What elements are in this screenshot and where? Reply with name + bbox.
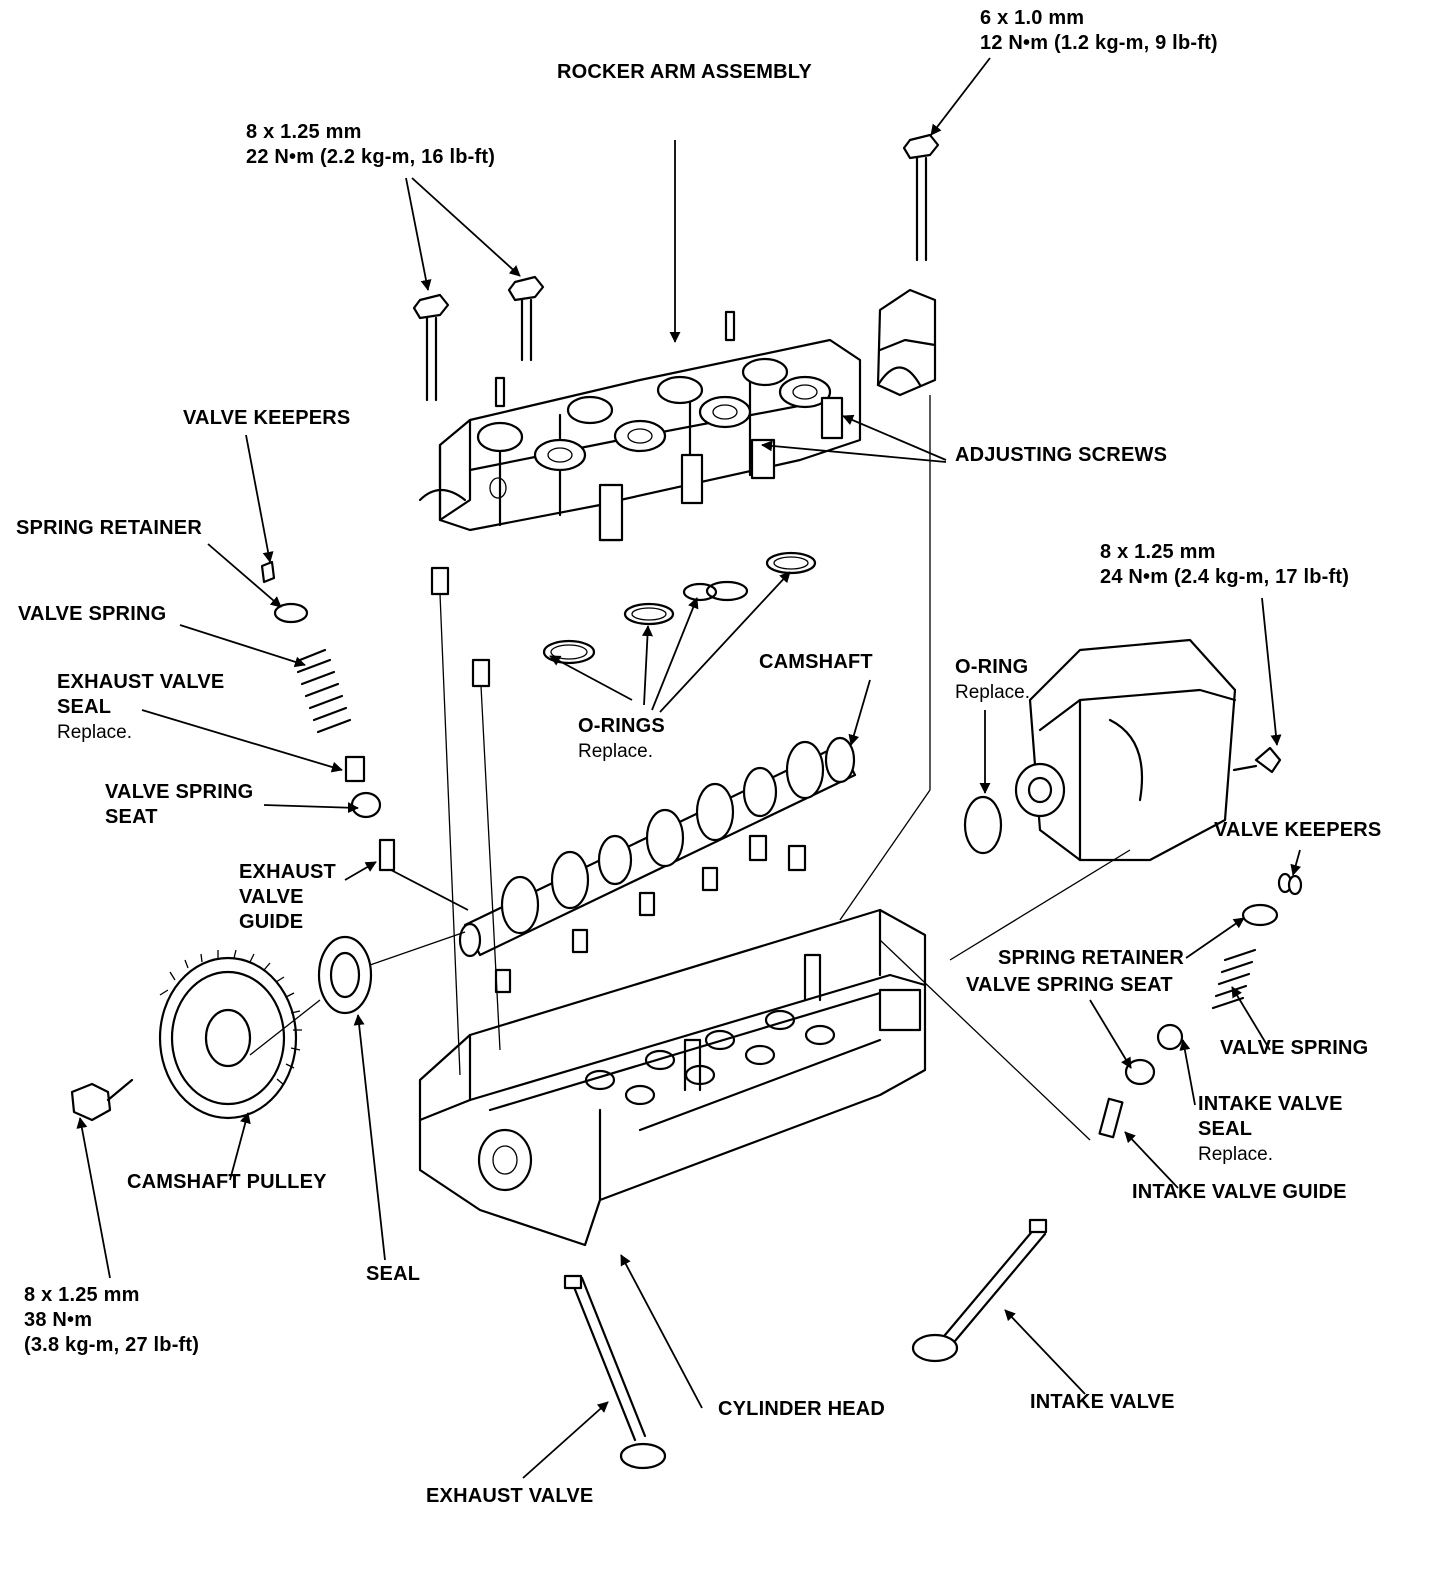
valve-spring-right-text: VALVE SPRING: [1220, 1037, 1369, 1059]
bolt-8x125-c-callout: 8 x 1.25 mm 38 N•m (3.8 kg-m, 27 lb-ft): [24, 1283, 199, 1358]
bolt-8x125-c-torque2: (3.8 kg-m, 27 lb-ft): [24, 1334, 200, 1356]
intake-valve-guide-text: INTAKE VALVE GUIDE: [1132, 1181, 1347, 1203]
valve-spring-left-label: VALVE SPRING: [18, 602, 166, 627]
bolt-6x1-torque: 12 N•m (1.2 kg-m, 9 lb-ft): [980, 32, 1218, 54]
camshaft-pulley-bolt: [70, 1078, 134, 1122]
dowel-pins: [494, 834, 807, 994]
intake-valve-seal-label: INTAKE VALVE SEAL Replace.: [1198, 1092, 1343, 1167]
bolt-8x125-a-callout: 8 x 1.25 mm 22 N•m (2.2 kg-m, 16 lb-ft): [246, 120, 495, 170]
valve-spring-right-label: VALVE SPRING: [1220, 1036, 1368, 1061]
spring-retainer-right-text: SPRING RETAINER: [998, 947, 1184, 969]
exhaust-valve-seal-line2: SEAL: [57, 696, 112, 718]
bolt-8x125-c-size: 8 x 1.25 mm: [24, 1284, 140, 1306]
bolt-6x1-size: 6 x 1.0 mm: [980, 7, 1085, 29]
bolt-8x125-b-torque: 24 N•m (2.4 kg-m, 17 lb-ft): [1100, 566, 1350, 588]
exhaust-valve-seal-note: Replace.: [57, 722, 132, 743]
camshaft-text: CAMSHAFT: [759, 651, 873, 673]
bolt-8x125-b-callout: 8 x 1.25 mm 24 N•m (2.4 kg-m, 17 lb-ft): [1100, 540, 1349, 590]
valve-keepers-right-label: VALVE KEEPERS: [1214, 818, 1381, 843]
cylinder-head-text: CYLINDER HEAD: [718, 1398, 886, 1420]
intake-valve-seal-note: Replace.: [1198, 1144, 1273, 1165]
exhaust-valve-seal-line1: EXHAUST VALVE: [57, 671, 225, 693]
o-ring-right-text: O-RING: [955, 656, 1029, 678]
valve-keepers-right-text: VALVE KEEPERS: [1214, 819, 1382, 841]
spring-retainer-left-label: SPRING RETAINER: [16, 516, 202, 541]
rocker-arm-assembly-label: ROCKER ARM ASSEMBLY: [557, 60, 812, 85]
leader-arrows: [76, 57, 1302, 1479]
o-rings-set: [542, 551, 817, 665]
intake-valve-guide-label: INTAKE VALVE GUIDE: [1132, 1180, 1347, 1205]
intake-valve-part: [911, 1218, 1048, 1363]
camshaft-label: CAMSHAFT: [759, 650, 873, 675]
seal-text: SEAL: [366, 1263, 421, 1285]
camshaft-pulley-label: CAMSHAFT PULLEY: [127, 1170, 327, 1195]
exhaust-valve-label: EXHAUST VALVE: [426, 1484, 593, 1509]
valve-spring-seat-left-label: VALVE SPRING SEAT: [105, 780, 253, 830]
distributor-part: [963, 638, 1282, 862]
bolt-6x1-callout: 6 x 1.0 mm 12 N•m (1.2 kg-m, 9 lb-ft): [980, 6, 1218, 56]
bolt-8x125-a-size: 8 x 1.25 mm: [246, 121, 362, 143]
intake-valve-seal-line2: SEAL: [1198, 1118, 1253, 1140]
valve-spring-seat-left-line1: VALVE SPRING: [105, 781, 254, 803]
spring-retainer-left-text: SPRING RETAINER: [16, 517, 202, 539]
spring-retainer-right-label: SPRING RETAINER: [998, 946, 1184, 971]
intake-valve-seal-line1: INTAKE VALVE: [1198, 1093, 1343, 1115]
bolt-8x125-c-torque1: 38 N•m: [24, 1309, 93, 1331]
o-rings-label: O-RINGS Replace.: [578, 714, 665, 764]
rocker-bolts: [412, 133, 940, 402]
valve-spring-seat-right-label: VALVE SPRING SEAT: [966, 973, 1173, 998]
bolt-8x125-a-torque: 22 N•m (2.2 kg-m, 16 lb-ft): [246, 146, 496, 168]
camshaft-holder: [876, 288, 937, 397]
adjusting-screws-text: ADJUSTING SCREWS: [955, 444, 1168, 466]
valve-keepers-left-text: VALVE KEEPERS: [183, 407, 351, 429]
intake-valve-stack: [1098, 872, 1303, 1139]
valve-spring-seat-left-line2: SEAT: [105, 806, 158, 828]
camshaft-pulley-part: [158, 949, 302, 1120]
exhaust-valve-guide-line3: GUIDE: [239, 911, 304, 933]
intake-valve-text: INTAKE VALVE: [1030, 1391, 1175, 1413]
exhaust-valve-guide-line1: EXHAUST: [239, 861, 336, 883]
valve-spring-left-text: VALVE SPRING: [18, 603, 167, 625]
exhaust-valve-text: EXHAUST VALVE: [426, 1485, 594, 1507]
rocker-arm-assembly-text: ROCKER ARM ASSEMBLY: [557, 61, 812, 83]
bolt-8x125-b-size: 8 x 1.25 mm: [1100, 541, 1216, 563]
exhaust-valve-guide-line2: VALVE: [239, 886, 304, 908]
o-rings-note: Replace.: [578, 741, 653, 762]
intake-valve-label: INTAKE VALVE: [1030, 1390, 1175, 1415]
exhaust-valve-seal-label: EXHAUST VALVE SEAL Replace.: [57, 670, 224, 745]
o-ring-right-label: O-RING Replace.: [955, 655, 1030, 705]
o-ring-right-note: Replace.: [955, 682, 1030, 703]
exhaust-valve-stack: [260, 560, 469, 911]
camshaft-part: [458, 736, 857, 958]
adjusting-screws-label: ADJUSTING SCREWS: [955, 443, 1167, 468]
cylinder-head-label: CYLINDER HEAD: [718, 1397, 885, 1422]
exhaust-valve-guide-label: EXHAUST VALVE GUIDE: [239, 860, 336, 935]
cylinder-head-part: [418, 908, 927, 1247]
o-rings-text: O-RINGS: [578, 715, 665, 737]
rocker-arm-assembly: [418, 310, 862, 688]
seal-label: SEAL: [366, 1262, 420, 1287]
valve-spring-seat-right-text: VALVE SPRING SEAT: [966, 974, 1173, 996]
camshaft-pulley-text: CAMSHAFT PULLEY: [127, 1171, 327, 1193]
exhaust-valve-part: [563, 1274, 667, 1470]
valve-keepers-left-label: VALVE KEEPERS: [183, 406, 350, 431]
camshaft-seal-part: [317, 935, 373, 1015]
